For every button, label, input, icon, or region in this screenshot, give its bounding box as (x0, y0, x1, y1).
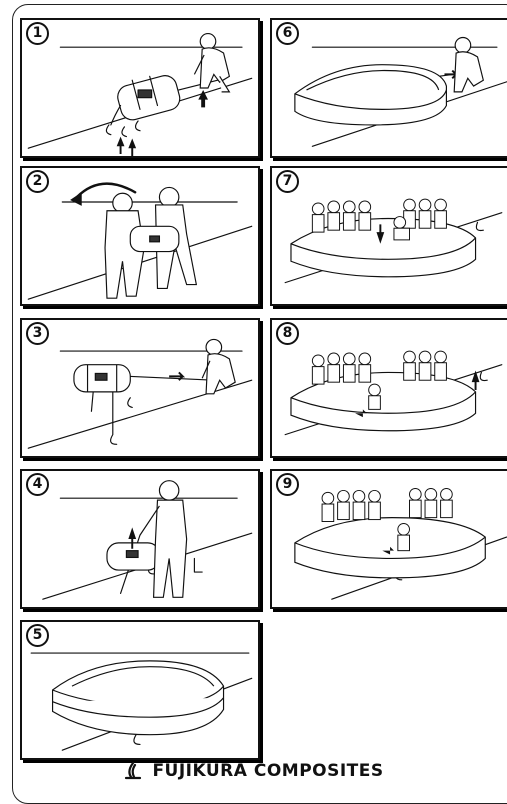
step-number-1: 1 (26, 22, 49, 45)
inflated-life-raft (53, 661, 224, 735)
step-panel-1: 1 (20, 18, 260, 158)
step-panel-2: 2 (20, 166, 260, 306)
step-panel-6: 6 (270, 18, 507, 158)
step-5-illustration (22, 622, 258, 758)
fujikura-logo-icon (123, 761, 143, 781)
step-panel-9: 9 (270, 469, 507, 609)
life-raft-container (130, 226, 179, 251)
step-2-illustration (22, 168, 258, 304)
painter-line (179, 80, 218, 90)
step-6-illustration (272, 20, 507, 156)
step-number-2: 2 (26, 170, 49, 193)
step-number-8: 8 (276, 322, 299, 345)
step-4-illustration (22, 471, 258, 607)
step-number-9: 9 (276, 473, 299, 496)
step-9-illustration (272, 471, 507, 607)
footer-brand: FUJIKURA COMPOSITES (0, 760, 507, 781)
step-number-7: 7 (276, 170, 299, 193)
life-raft-container (74, 365, 130, 392)
step-number-3: 3 (26, 322, 49, 345)
crew-figure (454, 37, 483, 91)
step-panel-4: 4 (20, 469, 260, 609)
step-1-illustration (22, 20, 258, 156)
step-7-illustration (272, 168, 507, 304)
step-number-5: 5 (26, 624, 49, 647)
step-8-illustration (272, 320, 507, 456)
crew-figure (194, 34, 229, 92)
step-number-4: 4 (26, 473, 49, 496)
step-panel-5: 5 (20, 620, 260, 760)
step-panel-3: 3 (20, 318, 260, 458)
step-panel-7: 7 (270, 166, 507, 306)
anchor-hooks (91, 390, 132, 444)
inflated-life-raft (295, 65, 447, 125)
inflated-life-raft (295, 518, 485, 578)
crew-figure (202, 339, 235, 393)
arrow-icon (70, 192, 82, 206)
step-panel-8: 8 (270, 318, 507, 458)
brand-name: FUJIKURA COMPOSITES (152, 761, 383, 781)
step-number-6: 6 (276, 22, 299, 45)
life-raft-container (111, 73, 182, 125)
step-3-illustration (22, 320, 258, 456)
